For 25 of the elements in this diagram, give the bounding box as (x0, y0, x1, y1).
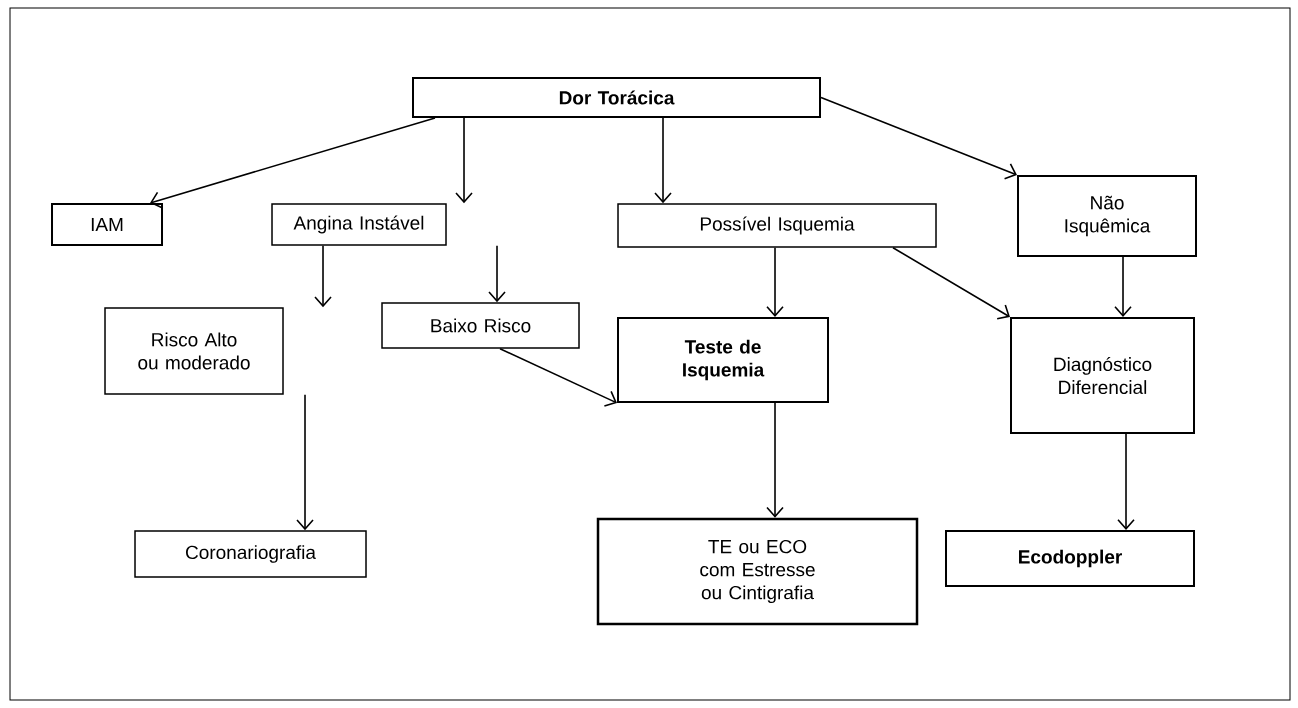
process-box: Baixo Risco (381, 302, 580, 349)
arrow (892, 246, 1010, 320)
arrow (296, 393, 314, 531)
process-box: Diagnóstico Diferencial (1010, 317, 1195, 434)
arrow (488, 244, 506, 303)
process-box: TE ou ECO com Estresse ou Cintigrafia (596, 517, 919, 626)
arrow (654, 117, 672, 204)
arrow (499, 347, 617, 407)
arrow (820, 96, 1017, 180)
process-box: Risco Alto ou moderado (104, 307, 284, 395)
arrow (1114, 256, 1132, 317)
process-box: Angina Instável (271, 203, 447, 246)
process-box: IAM (51, 203, 163, 246)
arrow (314, 244, 332, 308)
arrow (455, 117, 473, 204)
arrow (766, 402, 784, 518)
process-box: Coronariografia (134, 530, 367, 578)
process-box: Ecodoppler (945, 530, 1195, 587)
arrow (766, 246, 784, 317)
process-box: Não Isquêmica (1017, 175, 1197, 257)
process-box: Dor Torácica (412, 77, 821, 118)
process-box: Teste de Isquemia (617, 317, 829, 403)
process-box: Possível Isquemia (617, 203, 937, 248)
arrow (150, 117, 436, 209)
arrow (1117, 433, 1135, 530)
